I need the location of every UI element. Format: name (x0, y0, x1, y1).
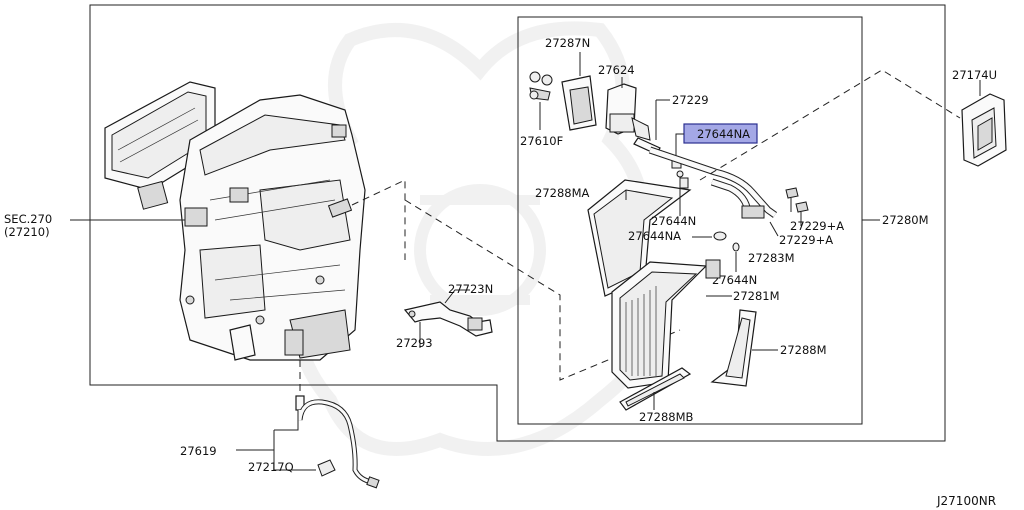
label-27624: 27624 (598, 63, 635, 77)
label-27723N: 27723N (448, 282, 493, 296)
label-27281M: 27281M (733, 289, 780, 303)
clip-27610F (529, 71, 553, 101)
label-sec270-line2: (27210) (4, 225, 50, 239)
label-27288MB: 27288MB (639, 410, 694, 424)
label-27288MA: 27288MA (535, 186, 590, 200)
heater-unit-assembly (104, 81, 366, 361)
drain-hose-27619 (295, 395, 380, 489)
insulation-27288MA (587, 179, 692, 297)
diagram-code: J27100NR (936, 494, 996, 508)
label-27610F: 27610F (520, 134, 563, 148)
part-link-27644NA[interactable]: 27644NA (683, 123, 758, 144)
grommet-27174U (961, 93, 1007, 167)
label-27217Q: 27217Q (248, 460, 294, 474)
insulator-27287N (561, 75, 597, 131)
label-sec270-line1: SEC.270 (4, 212, 52, 226)
pipe-assembly (648, 146, 778, 219)
label-27644NA-2: 27644NA (628, 229, 681, 243)
evaporator-core-27281M (611, 259, 721, 389)
label-27174U: 27174U (952, 68, 997, 82)
insulation-27288M (710, 309, 757, 387)
label-27280M: 27280M (882, 213, 929, 227)
insulation-27288MB (619, 367, 692, 411)
label-27229A-2: 27229+A (779, 233, 833, 247)
label-27288M: 27288M (780, 343, 827, 357)
label-27644N-1: 27644N (651, 214, 696, 228)
label-27229: 27229 (672, 93, 709, 107)
label-27293: 27293 (396, 336, 433, 350)
outer-frame (89, 4, 946, 442)
evaporator-frame (517, 16, 863, 425)
expansion-valve-27624 (605, 83, 651, 141)
label-27644N-2: 27644N (712, 273, 757, 287)
label-27229A-1: 27229+A (790, 219, 844, 233)
bracket-27723N (403, 301, 493, 337)
label-27644NA-highlighted: 27644NA (697, 127, 750, 141)
label-27283M: 27283M (748, 251, 795, 265)
label-27287N: 27287N (545, 36, 590, 50)
label-27619: 27619 (180, 444, 217, 458)
